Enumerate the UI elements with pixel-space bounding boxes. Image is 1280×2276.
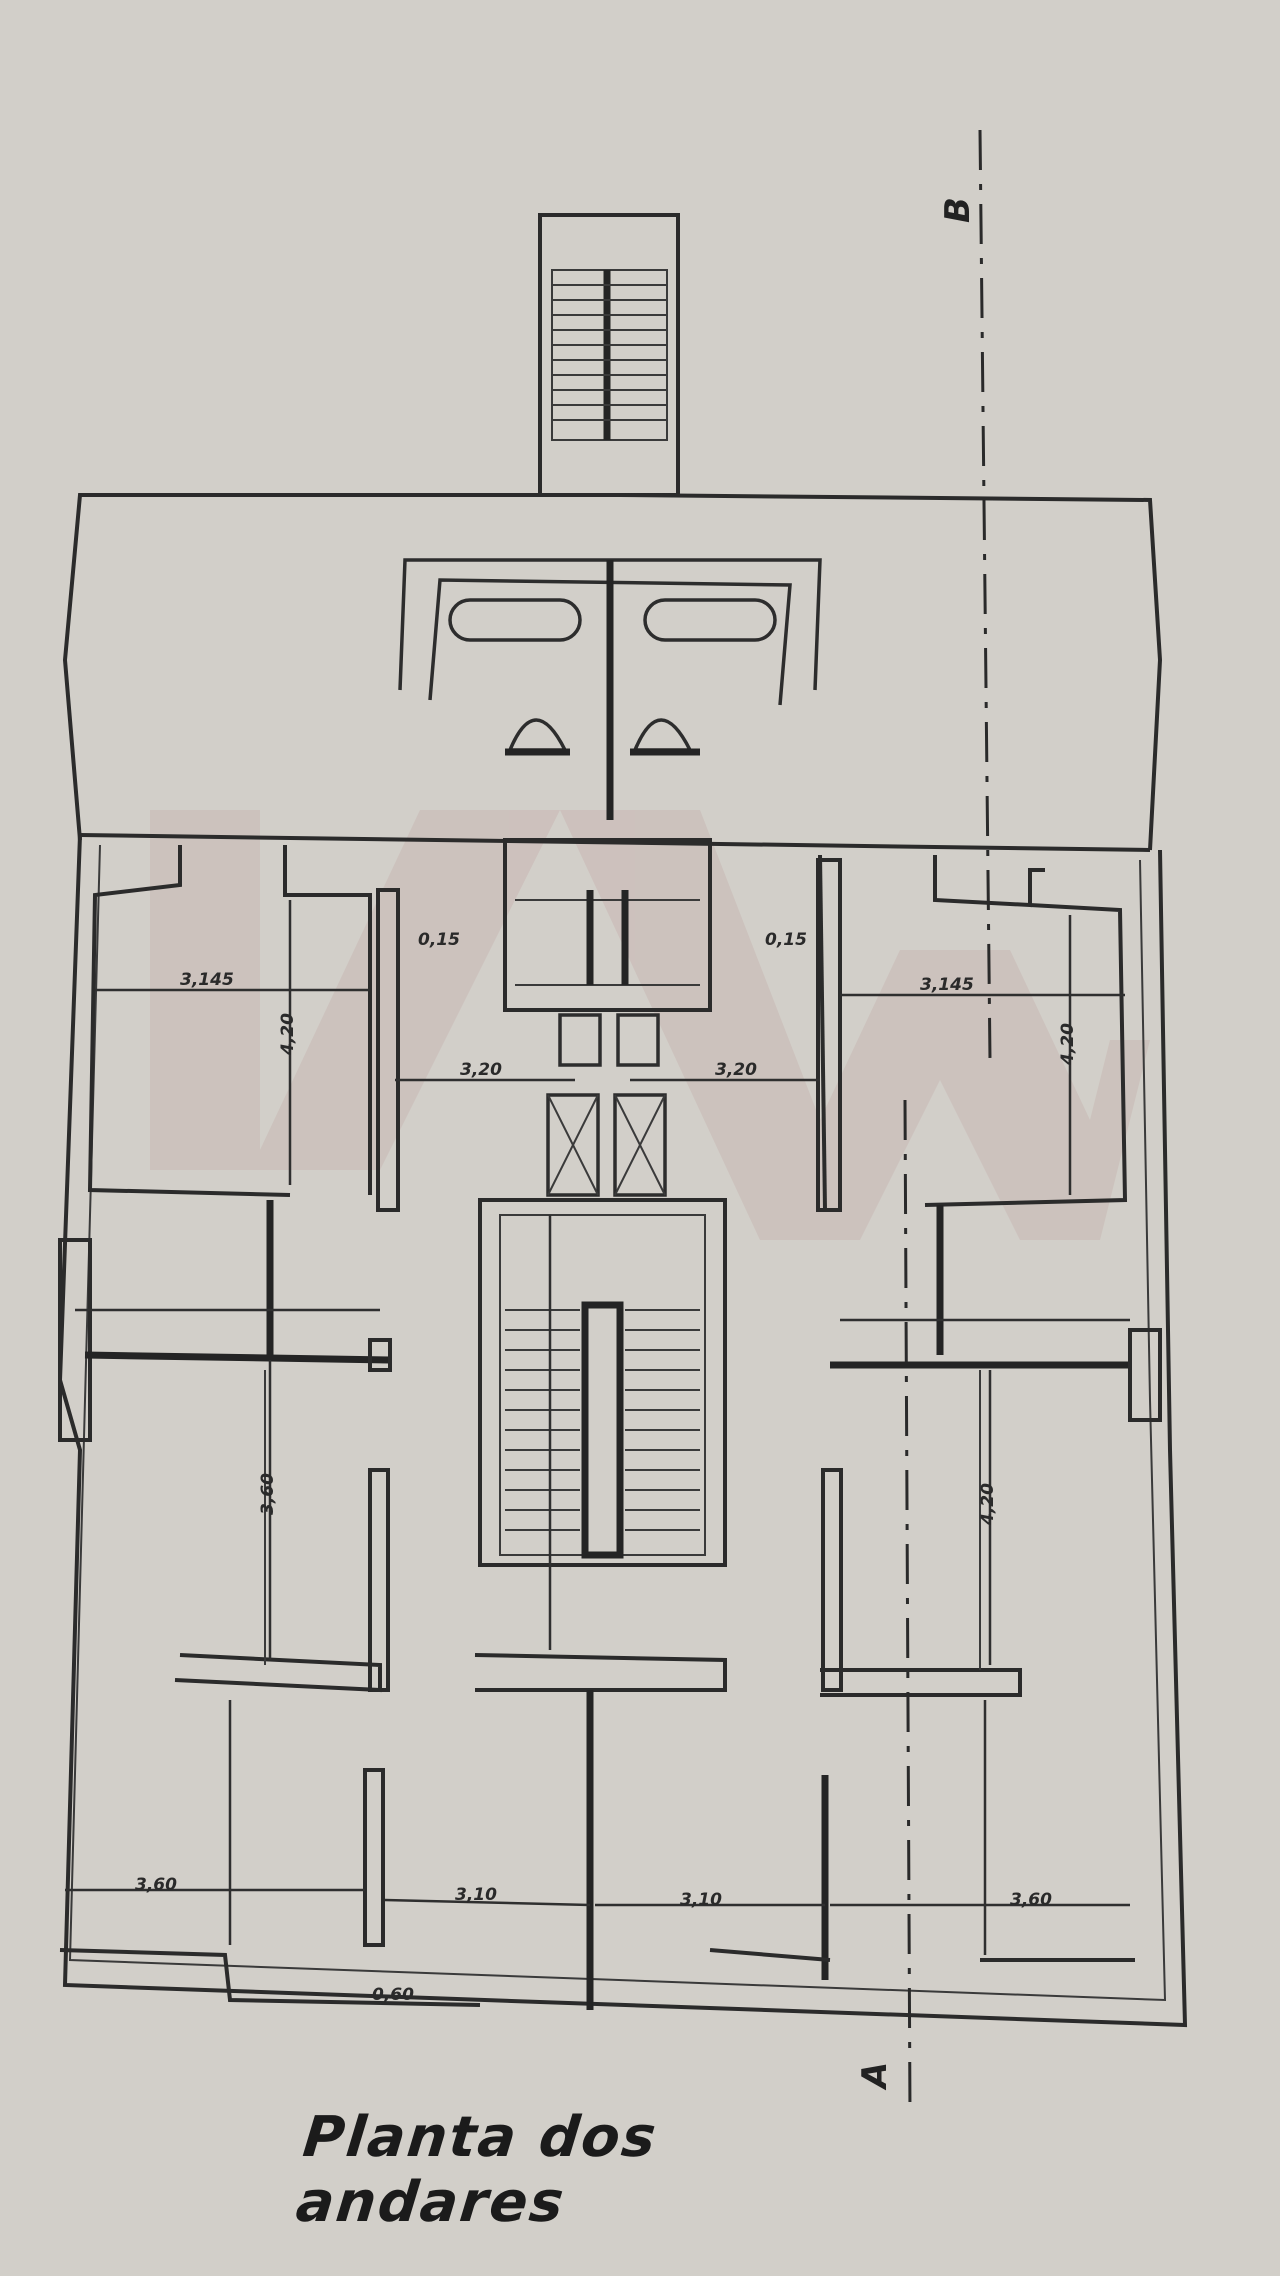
- section-mark-b: B: [937, 197, 978, 223]
- central-staircase: [478, 1198, 727, 1567]
- bathroom-fixtures: [398, 558, 822, 820]
- section-mark-a: A: [855, 2061, 896, 2089]
- dimension-label: 3,20: [460, 1060, 502, 1080]
- dimension-label: 4,20: [1058, 1023, 1078, 1066]
- dimension-label: 3,20: [715, 1060, 757, 1080]
- dimension-label: 3,60: [258, 1473, 278, 1515]
- dimension-label: 3,60: [1010, 1890, 1052, 1910]
- dimension-label: 3,10: [455, 1885, 497, 1905]
- dimension-lines: [65, 900, 1130, 1955]
- dimension-label: 4,20: [278, 1013, 298, 1056]
- dimension-label: 3,145: [920, 975, 974, 995]
- top-stair-tower: [538, 213, 680, 497]
- dimension-label: 0,15: [765, 930, 807, 950]
- interior-walls: [58, 845, 1162, 2010]
- watermark-logo: [150, 810, 1150, 1240]
- central-service-block: [503, 838, 712, 1197]
- dimension-label: 3,145: [180, 970, 234, 990]
- dimension-label: 4,20: [978, 1483, 998, 1526]
- dimension-label: 3,10: [680, 1890, 722, 1910]
- dimension-labels: 3,145 4,20 0,15 3,20 3,20 0,15 3,145 4,2…: [135, 930, 1078, 2005]
- dimension-label: 0,15: [418, 930, 460, 950]
- section-lines: [903, 129, 992, 2116]
- dimension-label: 3,60: [135, 1875, 177, 1895]
- drawing-caption: Planta dos andares: [293, 2105, 661, 2235]
- dimension-label: 0,60: [372, 1985, 414, 2005]
